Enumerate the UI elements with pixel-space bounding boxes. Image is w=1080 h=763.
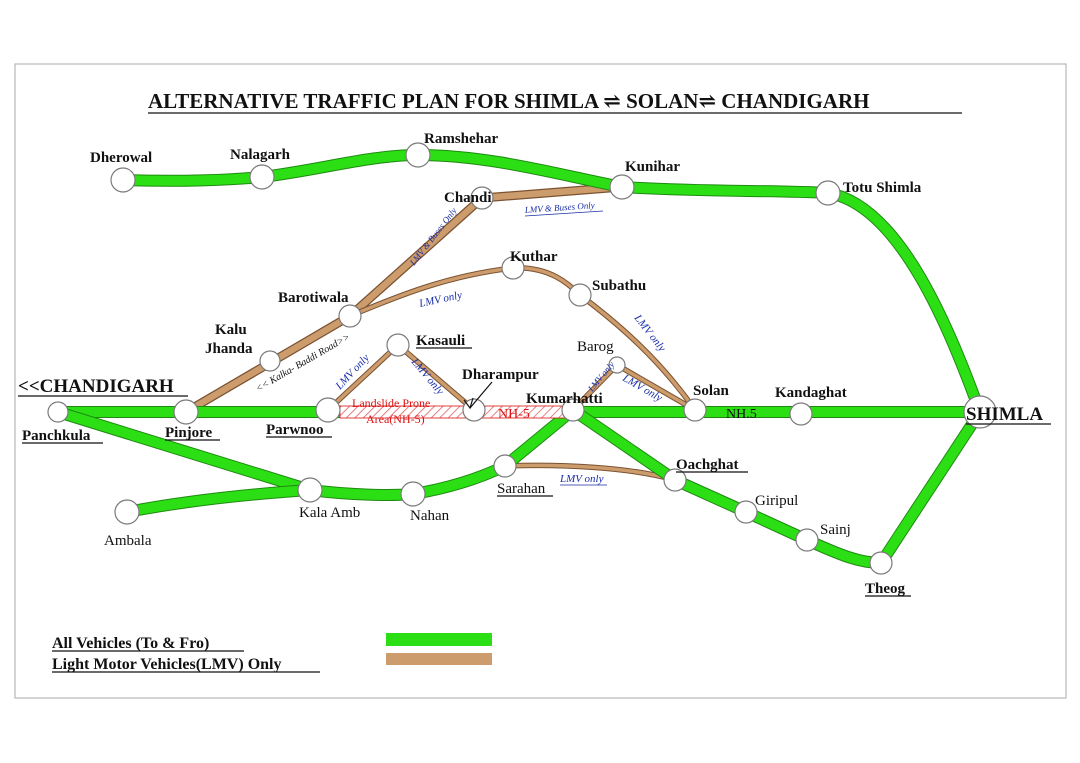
label-kuthar: Kuthar xyxy=(510,249,558,265)
node-kalu-jhanda[interactable] xyxy=(259,350,281,372)
note-landslide-2: Area(NH-5) xyxy=(366,412,425,426)
label-pinjore: Pinjore xyxy=(165,425,213,441)
note-lmv-buses-top: LMV & Buses Only xyxy=(523,200,595,215)
legend-all-vehicles-swatch xyxy=(386,633,492,646)
node-ramshehar[interactable] xyxy=(405,142,431,168)
note-lmv-only-subathu: LMV only xyxy=(631,312,668,355)
node-nalagarh[interactable] xyxy=(249,164,275,190)
note-nh5-red: NH-5 xyxy=(498,407,530,422)
label-oachghat: Oachghat xyxy=(676,457,739,473)
node-kuthar[interactable] xyxy=(501,256,525,280)
legend: All Vehicles (To & Fro) Light Motor Vehi… xyxy=(52,633,492,673)
legend-all-vehicles-label: All Vehicles (To & Fro) xyxy=(52,635,209,652)
label-kunihar: Kunihar xyxy=(625,159,680,175)
node-dharampur[interactable] xyxy=(462,398,486,422)
label-kumarhatti: Kumarhatti xyxy=(526,391,603,407)
road-pinjore-chandi-kunihar-case xyxy=(181,182,627,417)
label-shimla: SHIMLA xyxy=(966,404,1043,425)
label-kandaghat: Kandaghat xyxy=(775,385,847,401)
node-oachghat[interactable] xyxy=(663,468,687,492)
road-barotiwala-kuthar-solan xyxy=(348,266,697,412)
node-panchkula[interactable] xyxy=(47,401,69,423)
label-sarahan: Sarahan xyxy=(497,481,546,497)
node-giripul[interactable] xyxy=(734,500,758,524)
label-subathu: Subathu xyxy=(592,278,646,294)
node-pinjore[interactable] xyxy=(173,399,199,425)
label-jhanda: Jhanda xyxy=(205,341,253,357)
place-labels: Dherowal Nalagarh Ramshehar Kunihar Totu… xyxy=(18,131,1051,597)
node-solan[interactable] xyxy=(683,398,707,422)
node-dherowal[interactable] xyxy=(110,167,136,193)
label-parwnoo: Parwnoo xyxy=(266,422,324,438)
note-lmv-buses-diagonal: LMV & Buses Only xyxy=(407,206,459,268)
note-lmv-only-kuthar: LMV only xyxy=(417,289,463,310)
node-barog[interactable] xyxy=(608,356,626,374)
road-theog-route xyxy=(568,405,985,569)
label-ambala: Ambala xyxy=(104,533,152,549)
legend-lmv-label: Light Motor Vehicles(LMV) Only xyxy=(52,656,281,673)
node-parwnoo[interactable] xyxy=(315,397,341,423)
label-nalagarh: Nalagarh xyxy=(230,147,291,163)
node-kala-amb[interactable] xyxy=(297,477,323,503)
label-kala-amb: Kala Amb xyxy=(299,505,360,521)
node-subathu[interactable] xyxy=(568,283,592,307)
node-theog[interactable] xyxy=(869,551,893,575)
node-chandi[interactable] xyxy=(470,186,494,210)
label-dharampur: Dharampur xyxy=(462,367,539,383)
label-solan: Solan xyxy=(693,383,730,399)
note-nh5: NH.5 xyxy=(726,407,757,422)
label-kasauli: Kasauli xyxy=(416,333,465,349)
label-dherowal: Dherowal xyxy=(90,150,152,166)
dharampur-pointer xyxy=(469,381,493,409)
note-lmv-only-oachghat: LMV only xyxy=(559,473,604,485)
label-barog: Barog xyxy=(577,339,614,355)
all-vehicle-roads xyxy=(52,148,986,570)
nodes xyxy=(47,142,997,575)
map-title: ALTERNATIVE TRAFFIC PLAN FOR SHIMLA ⇌ SO… xyxy=(148,89,869,113)
node-barotiwala[interactable] xyxy=(338,304,362,328)
node-kumarhatti[interactable] xyxy=(561,398,585,422)
node-kandaghat[interactable] xyxy=(789,402,813,426)
node-totu-shimla[interactable] xyxy=(815,180,841,206)
label-chandigarh: <<CHANDIGARH xyxy=(18,376,174,397)
road-notes: LMV & Buses Only LMV & Buses Only LMV on… xyxy=(254,200,757,486)
road-sarahan-oachghat xyxy=(503,463,677,482)
dharampur-arrowhead-icon xyxy=(463,397,474,410)
node-sarahan[interactable] xyxy=(493,454,517,478)
road-theog-route-case xyxy=(567,404,986,570)
label-nahan: Nahan xyxy=(410,508,450,524)
note-lmv-buses-top-underline xyxy=(524,210,604,217)
note-lmv-only-barog-1: LMV only xyxy=(585,360,616,394)
node-shimla[interactable] xyxy=(963,395,997,429)
node-kasauli[interactable] xyxy=(386,333,410,357)
label-totu-shimla: Totu Shimla xyxy=(843,180,922,196)
label-theog: Theog xyxy=(865,581,906,597)
road-ambala xyxy=(122,485,315,517)
label-kalu: Kalu xyxy=(215,322,247,338)
node-nahan[interactable] xyxy=(400,481,426,507)
label-barotiwala: Barotiwala xyxy=(278,290,349,306)
node-ambala[interactable] xyxy=(114,499,140,525)
note-landslide-1: Landslide Prone xyxy=(352,396,430,410)
label-panchkula: Panchkula xyxy=(22,428,91,444)
label-ramshehar: Ramshehar xyxy=(424,131,499,147)
node-kunihar[interactable] xyxy=(609,174,635,200)
label-sainj: Sainj xyxy=(820,522,851,538)
legend-lmv-swatch xyxy=(386,653,492,665)
node-sainj[interactable] xyxy=(795,528,819,552)
label-giripul: Giripul xyxy=(755,493,798,509)
label-chandi: Chandi xyxy=(444,190,492,206)
note-lmv-only-kasauli-down: LMV only xyxy=(408,355,446,397)
map-frame xyxy=(14,63,1067,699)
